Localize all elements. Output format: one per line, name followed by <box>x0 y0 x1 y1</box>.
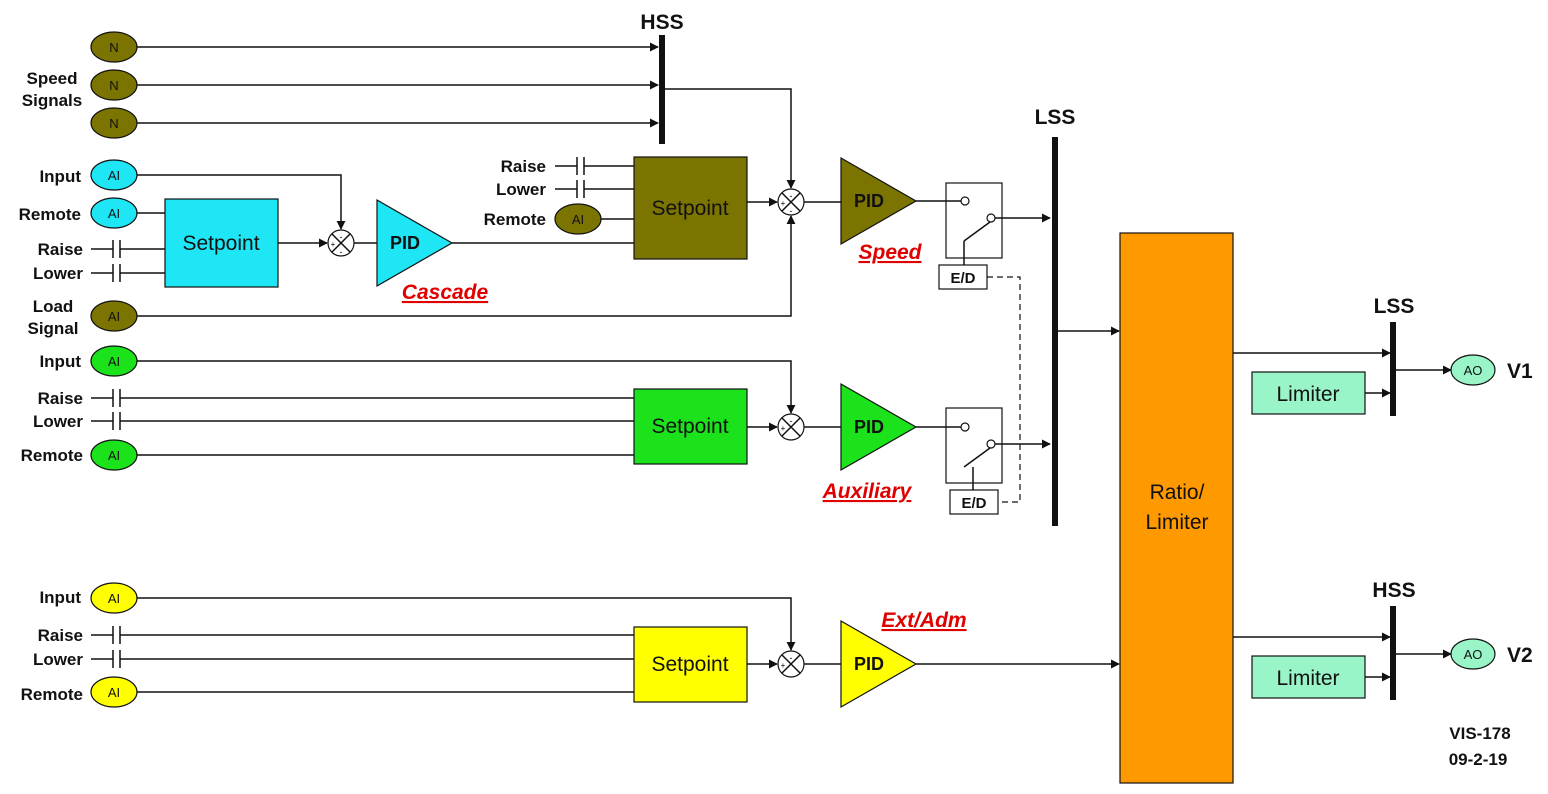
speed-group: Raise Lower Remote AI Setpoint + - - PID… <box>484 156 1051 290</box>
hss-to-speed-sum-wire <box>664 88 796 189</box>
speed-controller-title: Speed <box>858 241 922 264</box>
ext-remote-tag: AI <box>108 685 120 700</box>
ext-pid-block <box>840 619 918 709</box>
speed-signals-label-2: Signals <box>22 91 82 110</box>
output-section: LSS Ratio/ Limiter LSS Limiter AO V1 HSS… <box>1035 106 1533 784</box>
aux-ed-block <box>949 489 999 515</box>
ext-raise-label: Raise <box>38 626 83 645</box>
ratio-limiter-block <box>1119 232 1234 784</box>
aux-pid-block <box>840 382 918 472</box>
svg-text:-: - <box>790 416 793 426</box>
speed-signals-label: Speed <box>26 69 77 88</box>
load-signal-label-2: Signal <box>27 319 78 338</box>
cascade-pid-label: PID <box>390 233 420 253</box>
load-signal-wire <box>137 215 796 317</box>
lss-v1-label: LSS <box>1374 295 1415 318</box>
ao-v1-node <box>1450 354 1496 386</box>
cascade-setpoint-label: Setpoint <box>182 232 259 255</box>
cascade-input-wire <box>137 174 346 230</box>
v1-label: V1 <box>1507 360 1533 383</box>
speed-signal-3-tag: N <box>109 116 118 131</box>
ext-input-wire <box>137 597 796 651</box>
speed-lower-label: Lower <box>496 180 546 199</box>
ext-controller-title: Ext/Adm <box>881 609 966 632</box>
svg-text:+: + <box>781 661 786 670</box>
load-signal-tag: AI <box>108 309 120 324</box>
ext-pid-label: PID <box>854 654 884 674</box>
svg-text:-: - <box>790 653 793 663</box>
speed-signals-group: Speed Signals N N N HSS <box>22 11 796 189</box>
ao-v2-node <box>1450 638 1496 670</box>
aux-ed-label: E/D <box>961 495 986 512</box>
ext-setpoint-block <box>633 626 748 703</box>
speed-setpoint-label: Setpoint <box>651 197 728 220</box>
ext-remote-label: Remote <box>21 685 83 704</box>
svg-text:+: + <box>331 240 336 249</box>
aux-lower-label: Lower <box>33 412 83 431</box>
speed-ed-label: E/D <box>950 270 975 287</box>
ed-dashed-link <box>987 276 1021 503</box>
ext-input-label: Input <box>39 588 81 607</box>
aux-input-wire <box>137 360 796 414</box>
hss-top-label: HSS <box>640 11 683 34</box>
cascade-remote-label: Remote <box>19 205 81 224</box>
ratio-limiter-label-2: Limiter <box>1145 511 1208 534</box>
speed-pid-block <box>840 156 918 246</box>
aux-input-label: Input <box>39 352 81 371</box>
aux-setpoint-label: Setpoint <box>651 415 728 438</box>
ao-v1-tag: AO <box>1464 363 1483 378</box>
figure-date: 09-2-19 <box>1449 750 1508 769</box>
aux-input-tag: AI <box>108 354 120 369</box>
load-signal-label: Load <box>33 297 74 316</box>
aux-remote-tag: AI <box>108 448 120 463</box>
limiter-v2-block <box>1251 655 1366 699</box>
v2-label: V2 <box>1507 644 1533 667</box>
cascade-raise-label: Raise <box>38 240 83 259</box>
cascade-remote-tag: AI <box>108 206 120 221</box>
aux-raise-label: Raise <box>38 389 83 408</box>
hss-v2-label: HSS <box>1372 579 1415 602</box>
ao-v2-tag: AO <box>1464 647 1483 662</box>
svg-text:-: - <box>790 191 793 201</box>
aux-pid-label: PID <box>854 417 884 437</box>
speed-setpoint-block <box>633 156 748 260</box>
limiter-v1-label: Limiter <box>1276 383 1339 406</box>
limiter-v2-label: Limiter <box>1276 667 1339 690</box>
figure-code: VIS-178 <box>1449 724 1510 743</box>
lss-main-label: LSS <box>1035 106 1076 129</box>
cascade-pid-block <box>376 198 454 288</box>
cascade-group: Input AI Remote AI Raise Lower Setpoint … <box>19 159 796 338</box>
svg-text:+: + <box>781 199 786 208</box>
cascade-controller-title: Cascade <box>402 281 489 304</box>
svg-text:+: + <box>781 424 786 433</box>
speed-signal-2-tag: N <box>109 78 118 93</box>
aux-controller-title: Auxiliary <box>822 480 913 503</box>
speed-remote-label: Remote <box>484 210 546 229</box>
aux-remote-label: Remote <box>21 446 83 465</box>
ext-input-tag: AI <box>108 591 120 606</box>
speed-signal-1-tag: N <box>109 40 118 55</box>
cascade-input-label: Input <box>39 167 81 186</box>
ext-lower-label: Lower <box>33 650 83 669</box>
speed-remote-tag: AI <box>572 212 584 227</box>
ratio-limiter-label: Ratio/ <box>1150 481 1205 504</box>
cascade-lower-label: Lower <box>33 264 83 283</box>
auxiliary-group: Input AI Raise Lower Remote AI Setpoint … <box>21 276 1051 515</box>
ext-adm-group: Input AI Raise Lower Remote AI Setpoint … <box>21 582 1120 709</box>
ext-setpoint-label: Setpoint <box>651 653 728 676</box>
speed-pid-label: PID <box>854 191 884 211</box>
speed-raise-label: Raise <box>501 157 546 176</box>
svg-text:-: - <box>790 206 793 216</box>
cascade-input-tag: AI <box>108 168 120 183</box>
svg-text:-: - <box>340 247 343 257</box>
svg-text:-: - <box>340 232 343 242</box>
